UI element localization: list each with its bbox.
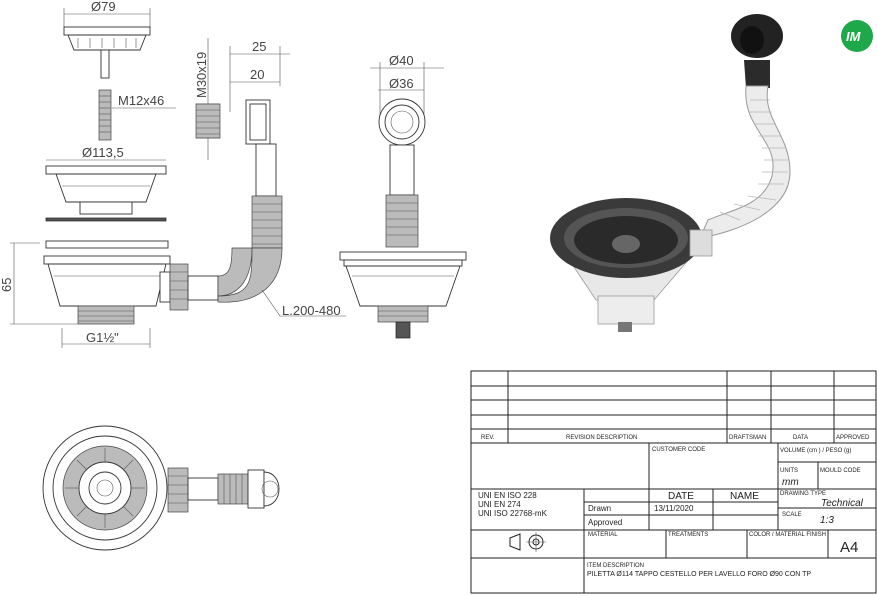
dim-width-25: 25 [252,39,266,54]
dim-strainer-dia: Ø79 [91,0,116,14]
dim-flange-dia: Ø113,5 [82,145,124,160]
tb-drawn-date: 13/11/2020 [654,504,694,513]
tb-units-label: UNITS [780,468,798,474]
tb-standard-2: UNI EN 274 [478,500,521,509]
assembled-side-view: 65 G1½" [0,240,219,348]
tb-rev: REV. [481,435,495,441]
tb-mould-code: MOULD CODE [820,468,861,474]
tb-item-description-label: ITEM DESCRIPTION [587,563,644,569]
tb-customer-code: CUSTOMER CODE [652,447,705,453]
tb-revision-description: REVISION DESCRIPTION [566,435,637,441]
dim-thread: G1½" [86,330,119,345]
nut-part: M30x19 [194,38,221,160]
tb-drawn: Drawn [588,504,611,513]
tb-scale-label: SCALE [782,512,802,518]
tb-color-finish: COLOR / MATERIAL FINISH [749,532,826,538]
dim-height-65: 65 [0,278,14,292]
dim-dia-36: Ø36 [389,76,414,91]
dim-hose-length: L.200-480 [282,303,341,318]
title-block: REV. REVISION DESCRIPTION DRAFTSMAN DATA… [470,370,877,594]
dim-width-20: 20 [250,67,264,82]
tb-treatments: TREATMENTS [668,532,708,538]
tb-item-description: PILETTA Ø114 TAPPO CESTELLO PER LAVELLO … [587,571,811,578]
tb-paper-size: A4 [840,539,858,556]
tb-drawing-type-value: Technical [821,498,864,509]
brand-logo: IM [841,20,873,52]
projection-symbol-icon [509,532,546,552]
screw-part: M12x46 [98,89,176,141]
tb-draftsman: DRAFTSMAN [729,435,766,441]
tb-date-label: DATE [668,491,694,502]
tb-volume: VOLUME (cm ) / PESO (g) [780,448,851,454]
tb-approved: APPROVED [836,435,870,441]
tb-material: MATERIAL [588,532,618,538]
dim-screw: M12x46 [118,93,164,108]
tb-standard-3: UNI ISO 22768-mK [478,509,548,518]
dim-dia-40: Ø40 [389,53,414,68]
front-section-view: Ø40 Ø36 [339,53,467,339]
strainer-basket-part: Ø79 [63,0,151,79]
top-view [42,425,280,551]
tb-units-value: mm [782,477,799,488]
brand-logo-text: IM [846,29,862,44]
tb-scale-value: 1:3 [820,515,834,526]
tb-drawing-type-label: DRAWING TYPE [780,491,826,497]
tb-approved-row: Approved [588,518,622,527]
flange-part: Ø113,5 [45,145,167,222]
product-render [550,14,791,332]
tb-data: DATA [793,435,808,441]
tb-name-label: NAME [730,491,759,502]
tb-standard-1: UNI EN ISO 228 [478,491,537,500]
overflow-hose-part: 25 20 L.200-480 [217,39,346,318]
dim-nut: M30x19 [194,52,209,98]
